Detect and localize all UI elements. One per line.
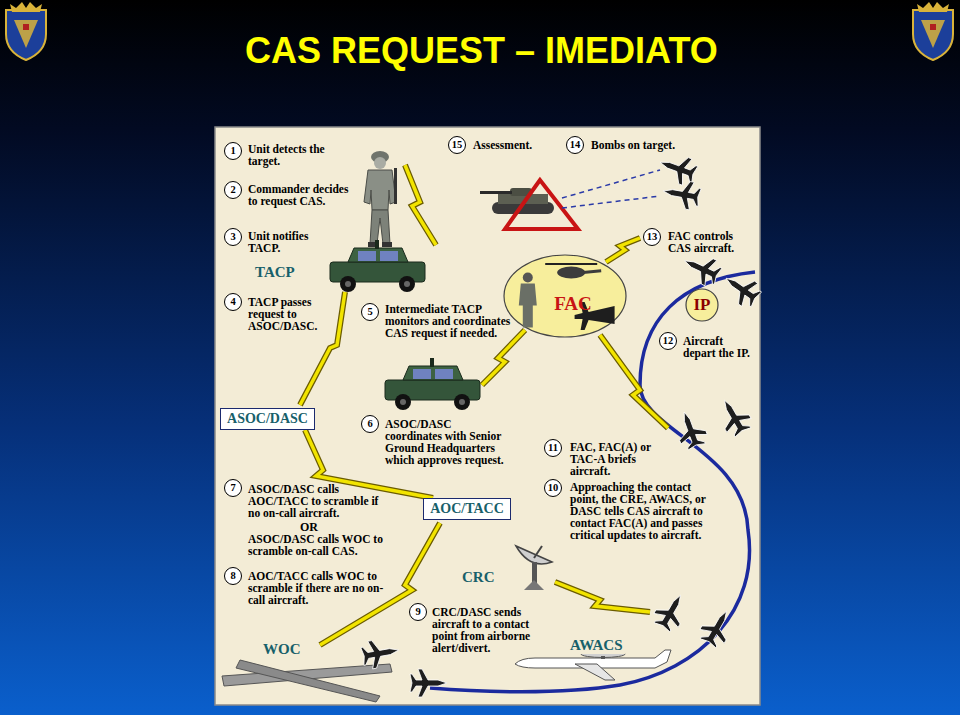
- callout-number: 12: [659, 332, 677, 350]
- callout-number: 5: [361, 303, 379, 321]
- step-text: AOC/TACC calls WOC to scramble if there …: [248, 570, 396, 606]
- crest-left: [6, 2, 46, 60]
- node-label: FAC: [554, 294, 592, 315]
- callout-number: 11: [544, 439, 562, 457]
- cas-jet: [718, 267, 764, 311]
- fac-ellipse: FAC: [503, 254, 627, 338]
- callout-number: 2: [224, 181, 242, 199]
- step-text: Unit notifies TACP.: [248, 230, 328, 254]
- unit-label: AWACS: [568, 637, 625, 654]
- ip-circle: IP: [685, 288, 719, 322]
- step-text: Unit detects the target.: [248, 143, 353, 167]
- tacp-vehicle: [385, 358, 480, 410]
- callout-number: 15: [448, 136, 466, 154]
- callout-number: 10: [544, 479, 562, 497]
- slide-title: CAS REQUEST – IMEDIATO: [245, 30, 718, 72]
- radar-dish: [516, 546, 552, 590]
- ip-circle-shape: [686, 289, 718, 321]
- aoc-box: AOC/TACC: [423, 498, 511, 520]
- unit-label: WOC: [261, 641, 303, 658]
- unit-label: TACP: [253, 264, 297, 281]
- cas-jet: [712, 393, 755, 439]
- step-text: ASOC/DASC calls WOC to scramble on-call …: [248, 533, 398, 557]
- step-text: ASOC/DASC coordinates with Senior Ground…: [385, 418, 507, 466]
- step-text: Aircraft depart the IP.: [683, 335, 753, 359]
- awacs-aircraft: [515, 650, 671, 680]
- crest-right: [913, 2, 953, 60]
- fac-figures: [519, 264, 615, 330]
- step-text: TACP passes request to ASOC/DASC.: [248, 296, 330, 332]
- node-label: ASOC/DASC: [227, 411, 308, 426]
- target-triangle: [505, 180, 578, 229]
- callout-number: 6: [361, 415, 379, 433]
- attack-line: [562, 196, 660, 208]
- node-label: AOC/TACC: [430, 501, 504, 516]
- callout-number: 7: [224, 479, 242, 497]
- tacp-vehicle: [330, 240, 425, 292]
- fac-ellipse-shape: [504, 255, 626, 337]
- step-text: Approaching the contact point, the CRE, …: [570, 481, 720, 541]
- callout-number: 4: [224, 293, 242, 311]
- step-text: ASOC/DASC calls AOC/TACC to scramble if …: [248, 483, 388, 519]
- node-label: IP: [694, 296, 711, 315]
- cas-jet: [410, 669, 447, 697]
- unit-label: CRC: [460, 569, 497, 586]
- step-text: Intermediate TACP monitors and coordinat…: [385, 303, 513, 339]
- step-text: Assessment.: [473, 139, 532, 151]
- cas-jet: [650, 588, 693, 634]
- callout-number: 9: [409, 603, 427, 621]
- attack-line: [562, 170, 660, 198]
- callout-number: 1: [224, 142, 242, 160]
- step-text: CRC/DASC sends aircraft to a contact poi…: [432, 606, 554, 654]
- diagram-panel: [215, 127, 760, 705]
- cas-jet: [679, 248, 724, 289]
- step-text: Commander decides to request CAS.: [248, 183, 353, 207]
- soldier-figure: [364, 151, 397, 247]
- step-text: FAC, FAC(A) or TAC-A briefs aircraft.: [570, 441, 665, 477]
- step-text: Bombs on target.: [591, 139, 675, 151]
- cas-jet: [661, 177, 702, 211]
- cas-jet: [696, 604, 739, 650]
- callout-number: 13: [643, 228, 661, 246]
- note-text: OR: [300, 521, 318, 534]
- asoc-box: ASOC/DASC: [220, 408, 315, 430]
- callout-number: 3: [224, 228, 242, 246]
- runway: [236, 660, 380, 702]
- callout-number: 8: [224, 567, 242, 585]
- cas-jet: [360, 636, 401, 670]
- cas-jet: [671, 407, 710, 451]
- step-text: FAC controls CAS aircraft.: [668, 230, 756, 254]
- callout-number: 14: [566, 136, 584, 154]
